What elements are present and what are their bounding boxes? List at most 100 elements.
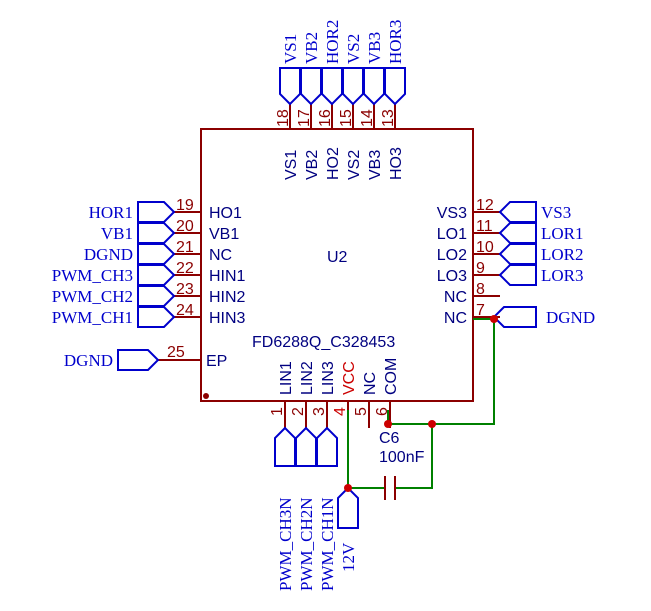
junction-com: [384, 420, 392, 428]
net-flag[interactable]: [274, 426, 296, 467]
net-label: HOR3: [386, 20, 405, 64]
wire-nc7-dgnd[interactable]: [388, 318, 495, 425]
capacitor-c6[interactable]: C6 100nF: [379, 430, 425, 500]
net-flag[interactable]: [137, 243, 176, 265]
pin-number: 5: [353, 407, 370, 416]
net-label: DGND: [84, 245, 133, 264]
net-label: PWM_CH1N: [318, 497, 337, 591]
pin-name: LO1: [437, 226, 467, 243]
net-flag[interactable]: [498, 264, 537, 286]
net-flag[interactable]: [342, 67, 364, 106]
net-flag[interactable]: [321, 67, 343, 106]
net-flag[interactable]: [137, 201, 176, 223]
net-label: DGND: [546, 308, 595, 327]
pin-number: 23: [176, 281, 194, 298]
net-flag[interactable]: [492, 306, 537, 328]
net-flag[interactable]: [316, 426, 338, 467]
net-label: PWM_CH3N: [276, 497, 295, 591]
net-flag[interactable]: [498, 243, 537, 265]
net-flag[interactable]: [137, 222, 176, 244]
pin-name: HO2: [325, 147, 342, 180]
junction-cap: [428, 420, 436, 428]
component-part: FD6288Q_C328453: [252, 334, 395, 351]
pin-number: 6: [374, 407, 391, 416]
pin-name: HIN1: [209, 268, 246, 285]
pin-number: 15: [338, 109, 355, 127]
net-flag[interactable]: [117, 349, 160, 371]
net-label: PWM_CH1: [52, 308, 133, 327]
pin-number: 16: [317, 109, 334, 127]
pin-name: VS3: [437, 205, 467, 222]
pin1-marker: [203, 393, 209, 399]
net-flag[interactable]: [279, 67, 301, 106]
pin-name: HIN2: [209, 289, 246, 306]
pin-name: LIN2: [299, 361, 316, 395]
net-flag[interactable]: [384, 67, 406, 106]
pin-name: NC: [444, 289, 467, 306]
component-ref: U2: [327, 249, 348, 266]
pin-name: VB1: [209, 226, 239, 243]
ic-body[interactable]: [200, 128, 474, 402]
net-label: LOR1: [541, 224, 584, 243]
pin-name: NC: [209, 247, 232, 264]
pin-number: 17: [296, 109, 313, 127]
pin-name: VCC: [341, 361, 358, 395]
net-flag[interactable]: [137, 285, 176, 307]
net-label: VS2: [344, 34, 363, 64]
pin-number: 20: [176, 218, 194, 235]
pin-number: 2: [290, 407, 307, 416]
pin-number: 18: [275, 109, 292, 127]
wire-cap-right[interactable]: [396, 424, 433, 489]
net-label: PWM_CH3: [52, 266, 133, 285]
net-flag[interactable]: [295, 426, 317, 467]
net-flag[interactable]: [498, 201, 537, 223]
pin-number: 13: [380, 109, 397, 127]
pin-name: VS1: [283, 150, 300, 180]
pin-number: 7: [476, 302, 485, 319]
pin-number: 22: [176, 260, 194, 277]
net-flag[interactable]: [363, 67, 385, 106]
pin-number: 25: [167, 344, 185, 361]
net-flag[interactable]: [337, 486, 359, 529]
net-flag[interactable]: [300, 67, 322, 106]
net-flag[interactable]: [137, 306, 176, 328]
pin-number: 9: [476, 260, 485, 277]
pin-name: HO1: [209, 205, 242, 222]
bottom-pin-group: 1LIN1PWM_CH3N2LIN2PWM_CH2N3LIN3PWM_CH1N4…: [269, 358, 400, 591]
pin-22[interactable]: 22 HIN1 PWM_CH3: [52, 260, 246, 286]
net-label: VS1: [281, 34, 300, 64]
pin-8[interactable]: 8NC: [444, 281, 500, 306]
pin-5[interactable]: 5NC: [353, 372, 379, 428]
pin-number: 12: [476, 197, 494, 214]
pin-name: VB3: [367, 150, 384, 180]
wires: [344, 315, 498, 492]
pin-name: HIN3: [209, 310, 246, 327]
net-flag[interactable]: [498, 222, 537, 244]
net-flag[interactable]: [137, 264, 176, 286]
pin-name: EP: [206, 353, 227, 370]
